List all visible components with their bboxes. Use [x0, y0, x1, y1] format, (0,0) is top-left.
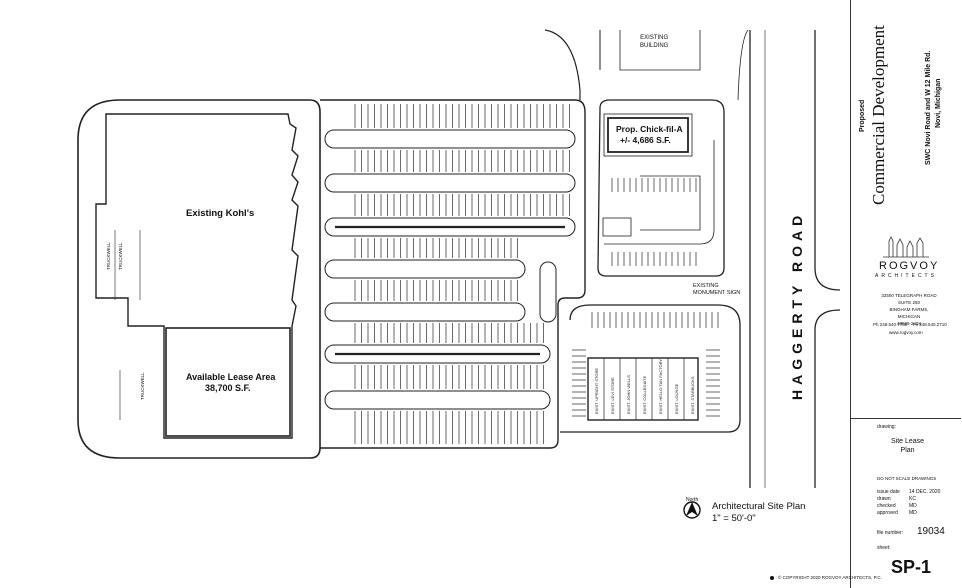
address-line: 48025-2404 — [896, 321, 922, 326]
haggerty-road-lines — [737, 29, 841, 488]
address-line: BINGHAM FARMS, MICHIGAN — [889, 307, 929, 319]
sheet-value: SP-1 — [891, 557, 932, 577]
site-plan-scale: 1" = 50'-0" — [712, 513, 756, 524]
north-arrow — [683, 501, 701, 519]
existing-building-label: EXISTING BUILDING — [640, 35, 669, 49]
chickfila-building — [607, 117, 689, 153]
chickfila-site — [597, 99, 725, 277]
do-not-scale: DO NOT SCALE DRAWINGS — [877, 476, 937, 481]
lease-area-size: 38,700 S.F. — [205, 383, 251, 393]
monument-sign-label: EXISTING MONUMENT SIGN — [693, 283, 741, 296]
drawing-title: Site Lease Plan — [891, 438, 925, 454]
truckwell-label-3: TRUCKWELL — [140, 372, 145, 400]
truckwell-label-2: TRUCKWELL — [118, 242, 123, 270]
retail-unit-label: EXIST. UPRIGHT STORE — [594, 367, 599, 414]
firm-website: www.rogvoy.com — [889, 330, 923, 335]
truckwell-label-1: TRUCKWELL — [106, 242, 111, 270]
firm-subtitle: ARCHITECTS — [875, 273, 937, 279]
approved-value: MD — [909, 510, 917, 516]
title-block: Proposed Commercial Development SWC Novi… — [850, 0, 961, 588]
chickfila-size: +/- 4,686 S.F. — [620, 135, 671, 145]
sheet-label: sheet: — [877, 545, 891, 551]
retail-unit-label: EXIST. HELLO TAN FACTORY — [658, 358, 663, 414]
kohls-label: Existing Kohl's — [186, 208, 255, 219]
project-location-1: SWC Novi Road and W 12 Mile Rd. — [925, 50, 932, 165]
site-boundary — [77, 99, 321, 459]
retail-unit-label: EXIST. LOUNGE — [674, 383, 679, 414]
firm-fax: Fx 248.540.2710 — [913, 322, 947, 327]
approved-label: approved — [877, 510, 898, 516]
kohls-building — [95, 113, 299, 439]
issue-date-label: issue date — [877, 489, 900, 495]
project-title: Commercial Development — [869, 25, 888, 205]
retail-unit-label: EXIST. STARBUCKS — [690, 376, 695, 415]
parking-lot-outline — [320, 99, 586, 449]
chickfila-name: Prop. Chick-fil-A — [616, 124, 683, 134]
road-name: HAGGERTY ROAD — [789, 210, 805, 400]
file-number-label: file number: — [877, 530, 904, 536]
copyright: © COPYRIGHT 2020 ROGVOY ARCHITECTS, P.C. — [778, 575, 882, 580]
checked-label: checked — [877, 503, 896, 509]
lease-area-box — [165, 327, 291, 437]
checked-value: MD — [909, 503, 917, 509]
drawn-value: KC — [909, 496, 916, 502]
firm-logo-icon — [883, 236, 929, 258]
project-location-2: Novi, Michigan — [935, 78, 942, 128]
proposed-label: Proposed — [859, 99, 866, 132]
retail-unit-label: EXIST. LEVI STORE — [610, 377, 615, 414]
site-plan-title: Architectural Site Plan — [712, 501, 806, 512]
lease-area-title: Available Lease Area — [186, 372, 276, 382]
drawing-label: drawing: — [877, 424, 896, 430]
parking-islands — [324, 129, 576, 410]
issue-date-value: 14 DEC. 2020 — [909, 489, 941, 495]
road-curve-left — [544, 29, 581, 100]
retail-strip-building — [587, 357, 699, 421]
address-line: 32500 TELEGRAPH ROAD — [881, 293, 937, 298]
retail-unit-label: EXIST. JOHN WELLS — [626, 375, 631, 414]
drawn-label: drawn — [877, 496, 891, 502]
north-label: North — [686, 497, 699, 503]
retail-unit-label: EXIST. COLLEGIATE — [642, 375, 647, 414]
retail-strip-site — [560, 304, 741, 433]
file-number-value: 19034 — [917, 526, 945, 537]
address-line: SUITE 250 — [897, 300, 920, 305]
firm-name: ROGVOY — [879, 260, 940, 272]
firm-phone: Ph 248.540.7700 — [873, 322, 908, 327]
